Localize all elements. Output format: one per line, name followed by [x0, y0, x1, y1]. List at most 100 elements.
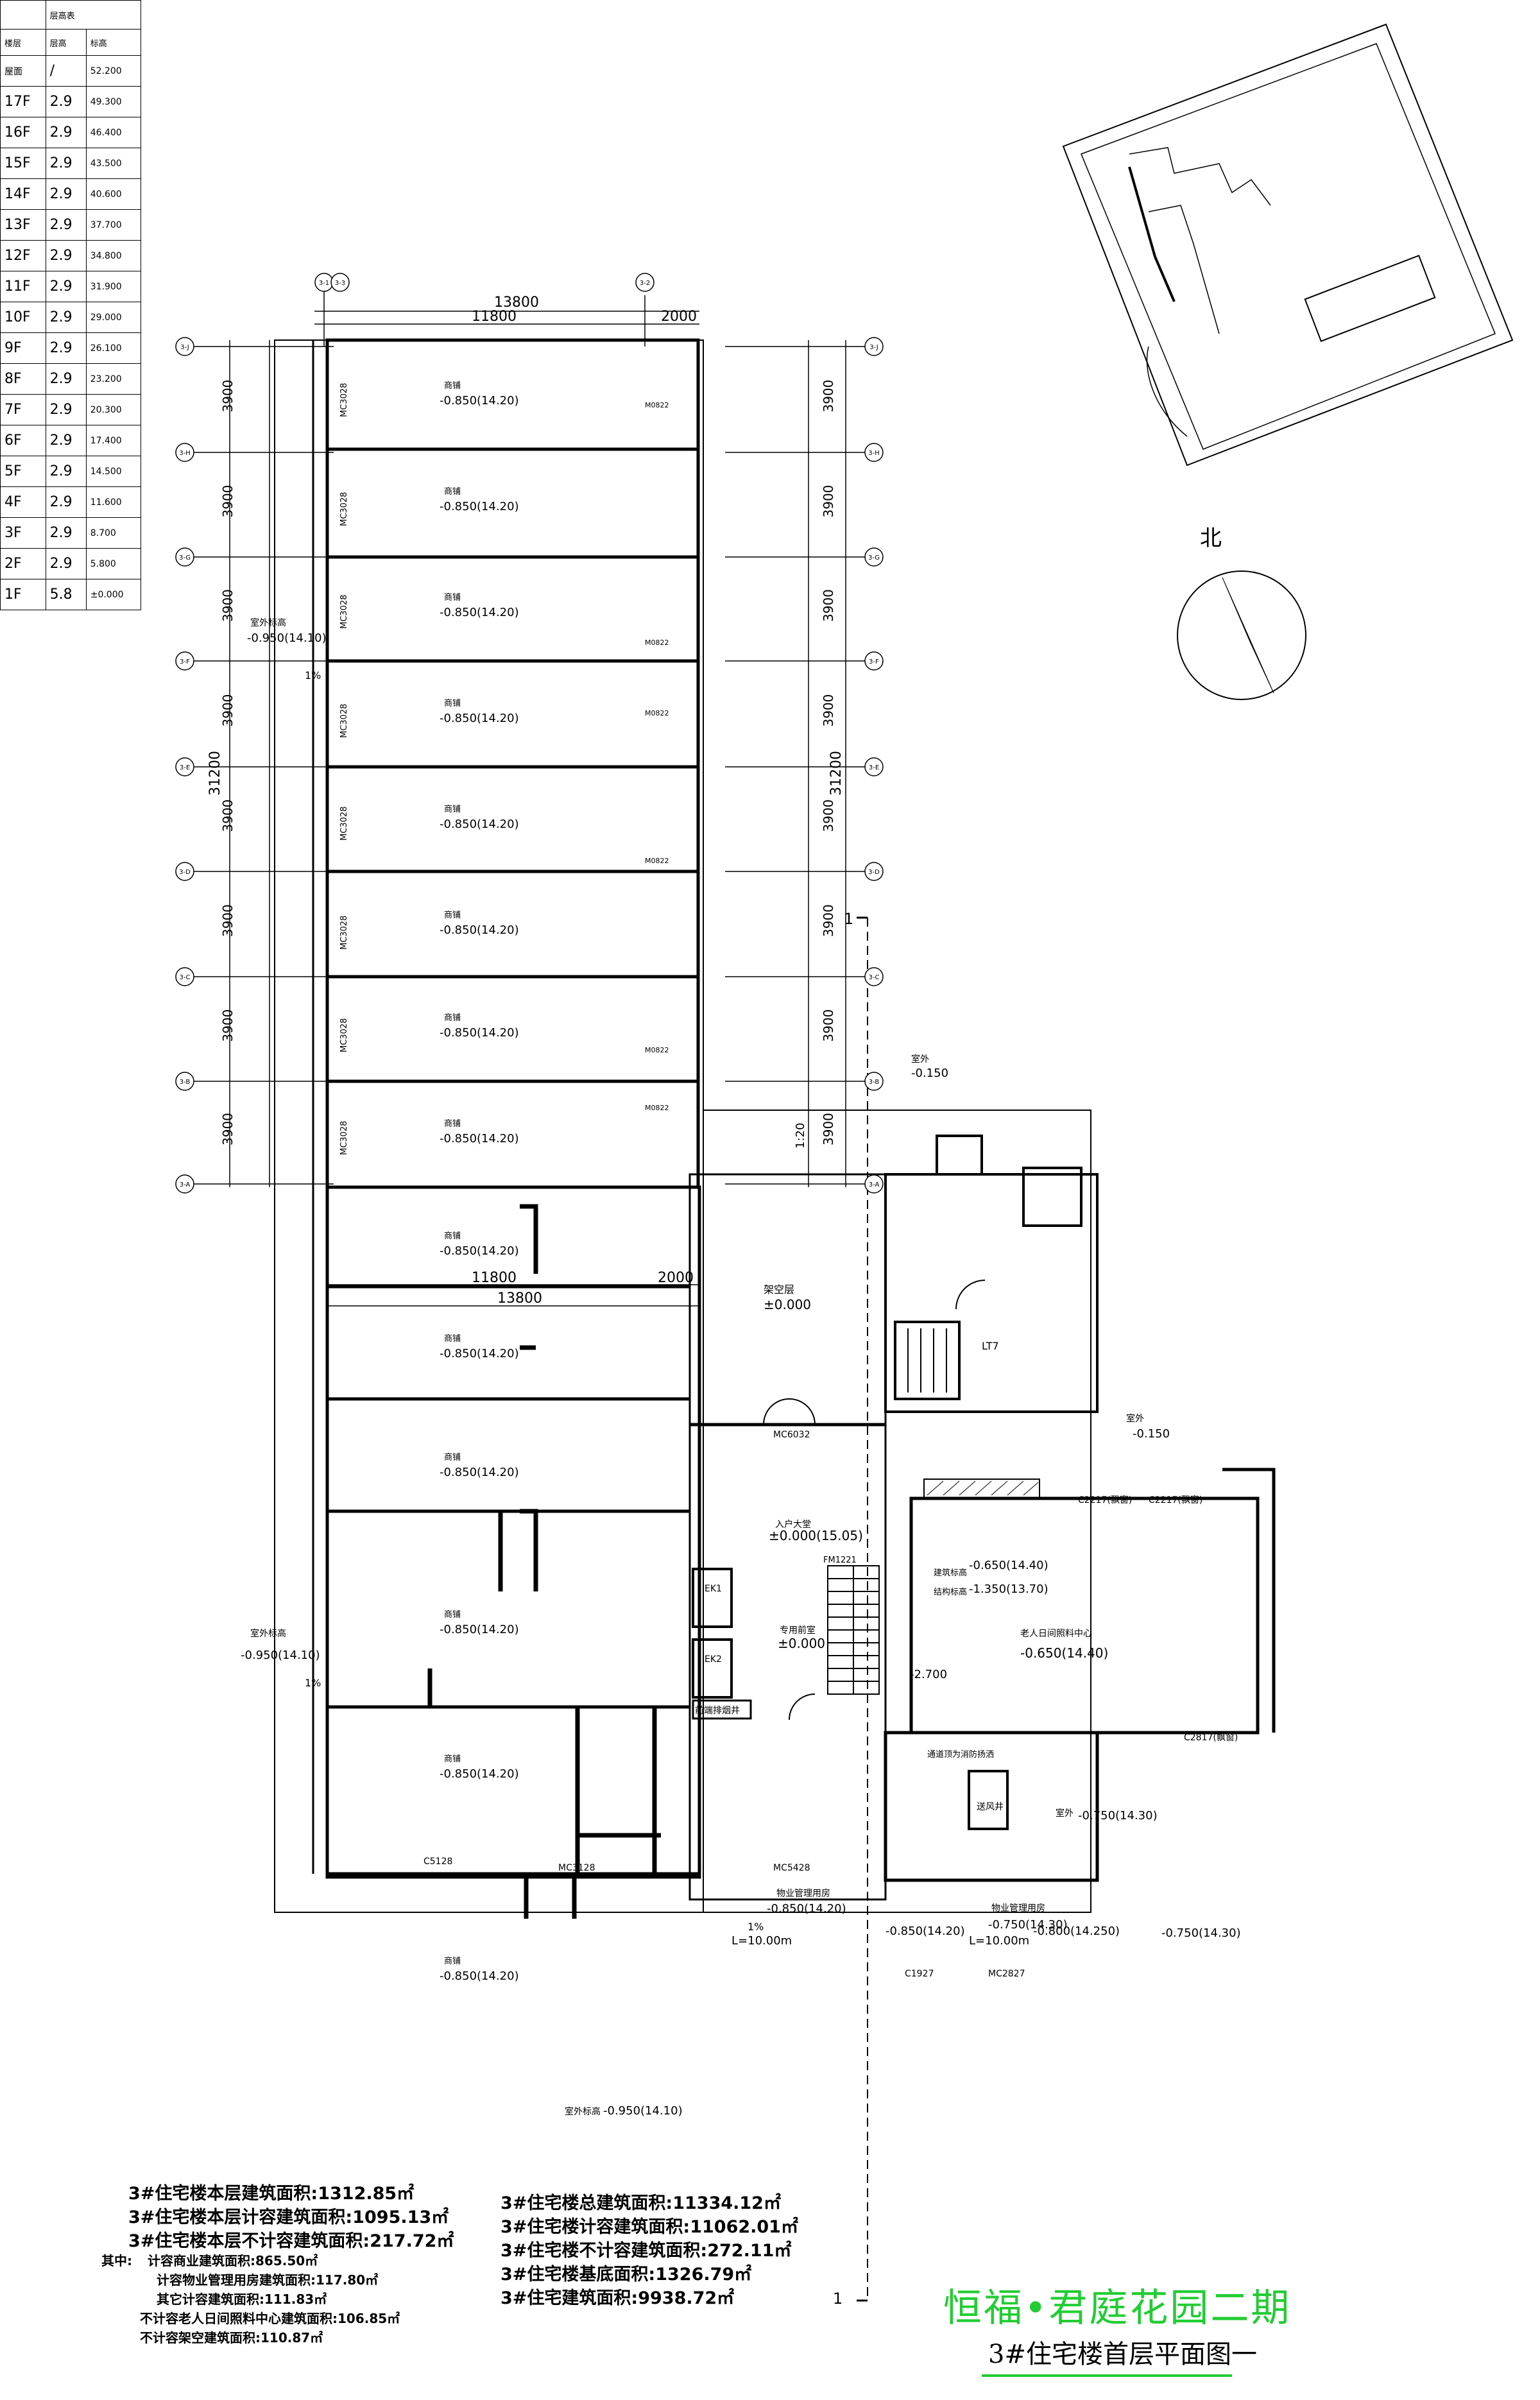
shop-name: 商铺 [444, 805, 461, 814]
shop-door-label: M0822 [645, 639, 669, 647]
floor-height-cell: 2.9 [45, 86, 87, 117]
bay-depth-left: 3900 [220, 1009, 235, 1042]
axis-bubble-top [330, 273, 350, 292]
bay-depth-left: 3900 [220, 904, 235, 937]
axis-label: 3-E [180, 764, 190, 771]
hatch-note: 通道顶为消防扬洒 [927, 1749, 994, 1760]
area-detail-line: 不计容老人日间照料中心建筑面积:106.85㎡ [140, 2311, 400, 2326]
axis-bubble [864, 443, 884, 462]
floor-level-cell: 11.600 [85, 486, 142, 518]
axis-bubble [864, 757, 884, 776]
axis-bubble [864, 547, 884, 567]
top-dimension-lines [314, 282, 699, 347]
north-label: 北 [1200, 526, 1222, 551]
bay-depth-right: 3900 [821, 1009, 836, 1042]
floor-level-cell: 43.500 [85, 148, 142, 179]
bay-depth-right: 3900 [821, 800, 836, 832]
shop-name: 商铺 [444, 1453, 461, 1462]
elderly-centre [909, 1496, 1260, 1735]
floor-height-cell: 2.9 [45, 178, 87, 210]
elevator-ek2-label: EK2 [705, 1654, 722, 1665]
outdoor-label-left-1: 室外标高 [250, 617, 286, 628]
bay-depth-left: 3900 [220, 800, 235, 832]
elderly-level: -0.650(14.40) [1020, 1645, 1108, 1661]
shop-level: -0.850(14.20) [440, 1767, 519, 1781]
shop-level: -0.850(14.20) [440, 923, 519, 937]
short-walls [427, 1204, 661, 1919]
shop-door-label: M0822 [645, 401, 669, 409]
level-2700: -2.700 [910, 1668, 947, 1681]
shop-window-label: MC3028 [339, 704, 349, 738]
dim-bay-width: 11800 [472, 309, 517, 325]
axis-label: 3-B [180, 1079, 191, 1086]
entrance-label: 入户大堂 [775, 1519, 811, 1530]
axis-bubble [175, 547, 194, 567]
floor-level-cell: 17.400 [85, 425, 142, 456]
bay-depth-right: 3900 [821, 380, 836, 413]
area-line: 3#住宅楼基底面积:1326.79㎡ [501, 2265, 752, 2284]
dim-side-width: 2000 [661, 309, 697, 325]
floor-floor-cell: 2F [0, 548, 46, 579]
north-compass [1177, 570, 1306, 700]
axis-bubble [864, 651, 884, 671]
mgmt-office-2 [884, 1731, 1099, 1882]
outdoor-level-bottom: -0.950(14.10) [603, 2104, 683, 2118]
right-stair-steps [907, 1328, 947, 1393]
floor-floor-cell: 4F [0, 486, 46, 518]
shop-dividers [327, 447, 698, 1189]
shop-level: -0.850(14.20) [440, 1347, 519, 1360]
outdoor-level-bottom-1: -0.850(14.20) [886, 1924, 965, 1938]
outdoor-level-right: -0.750(14.30) [1078, 1809, 1158, 1822]
floor-level-cell: 23.200 [85, 363, 142, 395]
area-line: 3#住宅楼本层建筑面积:1312.85㎡ [128, 2184, 415, 2204]
outdoor-level-left-1: -0.950(14.10) [247, 631, 327, 645]
floor-height-cell: 2.9 [45, 486, 87, 518]
floor-height-cell: 2.9 [45, 271, 87, 302]
area-line: 3#住宅楼本层不计容建筑面积:217.72㎡ [128, 2231, 454, 2251]
floor-height-cell: / [45, 55, 87, 87]
shop-level: -0.850(14.20) [440, 712, 519, 725]
door-mc5428: MC5428 [773, 1863, 810, 1873]
shop-door-label: M0822 [645, 709, 669, 717]
door-mc6032: MC6032 [773, 1430, 810, 1440]
axis-bubble [175, 651, 194, 671]
dim-total-depth: 31200 [207, 751, 223, 796]
dim-lower-side-width: 2000 [658, 1270, 694, 1286]
shop-level: -0.850(14.20) [440, 1466, 519, 1479]
lower-shop-dividers [327, 1285, 699, 1876]
area-line: 3#住宅楼本层计容建筑面积:1095.13㎡ [128, 2207, 449, 2227]
elderly-note1: 建筑标高 [934, 1568, 967, 1578]
shop-name: 商铺 [444, 487, 461, 497]
shop-level: -0.850(14.20) [440, 394, 519, 407]
outdoor-level-top: -0.150 [911, 1067, 948, 1080]
floor-row: 屋面/52.200 [0, 55, 142, 87]
floor-floor-cell: 11F [0, 271, 46, 302]
shop-level: -0.850(14.20) [440, 500, 519, 513]
door-c1927: C1927 [905, 1969, 934, 1979]
floor-floor-cell: 5F [0, 456, 46, 487]
shop-window-label: MC3028 [339, 383, 349, 417]
shop-name: 商铺 [444, 1119, 461, 1129]
floor-floor-cell: 14F [0, 178, 46, 210]
floor-floor-cell: 1F [0, 579, 46, 610]
shop-window-label: MC3028 [339, 1121, 349, 1155]
axis-bubble [175, 337, 194, 356]
axis-label: 3-D [868, 869, 880, 876]
stair-core [827, 1565, 880, 1695]
lift-label: LT7 [982, 1340, 999, 1352]
upper-block-wall [325, 338, 700, 1189]
floor-table-header: 层高 [45, 29, 87, 56]
elderly-hatch [923, 1479, 1040, 1499]
axis-label: 3-G [179, 554, 191, 561]
